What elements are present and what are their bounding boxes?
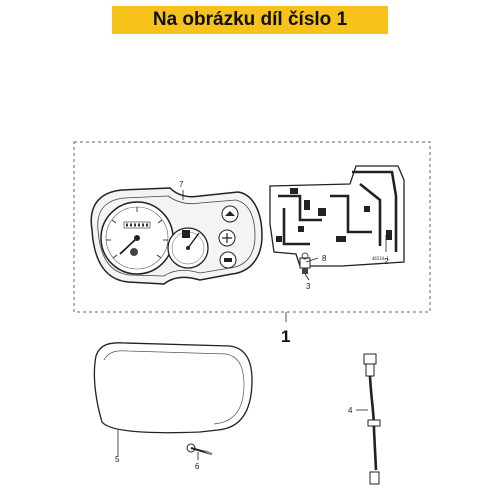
callout-4: 4 (348, 406, 353, 415)
board-code: 46534.1 (372, 256, 389, 261)
callout-8: 8 (322, 254, 327, 263)
callout-3: 3 (306, 282, 311, 291)
instrument-cluster (90, 187, 263, 285)
callout-2: 2 (384, 257, 389, 266)
speedometer-gauge-icon (100, 201, 174, 275)
leader-lines (117, 190, 387, 460)
callout-6: 6 (195, 462, 200, 471)
header-banner: Na obrázku díl číslo 1 (112, 6, 388, 34)
callout-1: 1 (281, 327, 290, 346)
header-title: Na obrázku díl číslo 1 (152, 9, 348, 30)
assembly-outline (73, 141, 431, 313)
fuel-gauge-icon (167, 227, 209, 269)
cable-icon (363, 353, 381, 485)
callout-5: 5 (115, 455, 120, 464)
connector-icon (299, 252, 311, 274)
cluster-cover (93, 342, 253, 434)
circuit-board: 46534.1 (269, 165, 405, 267)
bolt-icon (186, 443, 213, 455)
callout-7: 7 (179, 180, 184, 189)
warning-lamp-icon (218, 205, 239, 269)
